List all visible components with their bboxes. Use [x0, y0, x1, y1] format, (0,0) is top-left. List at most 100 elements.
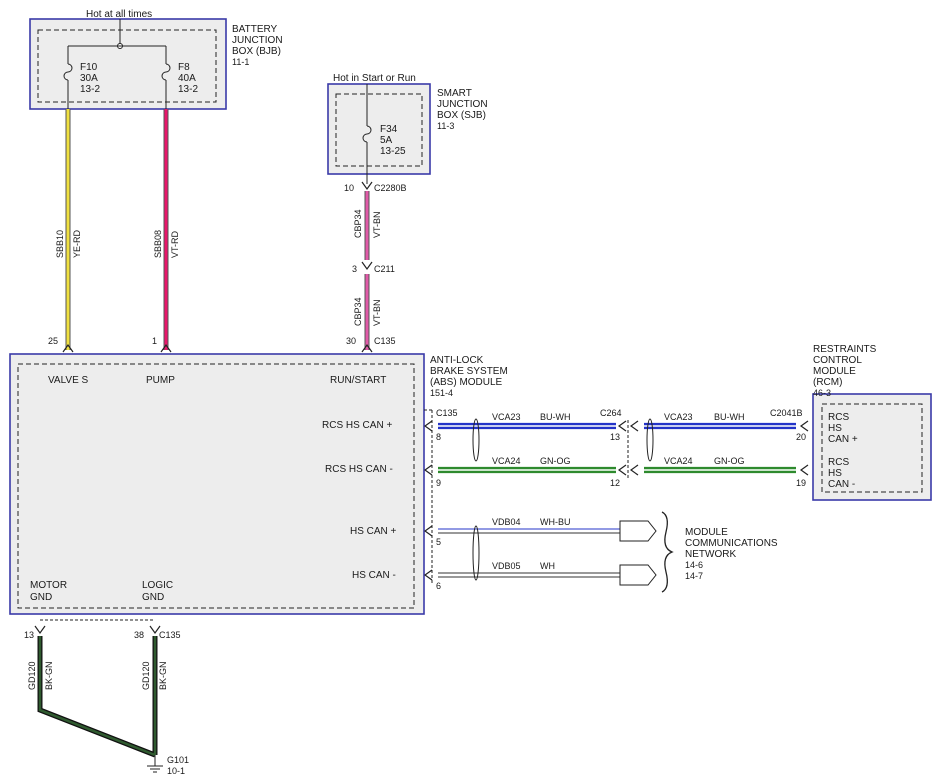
gnd-logic-pin: 38: [134, 630, 144, 640]
rcm-pin-minus-1: RCS: [828, 457, 849, 468]
c264-connector: C264: [600, 408, 629, 478]
fuse-f34-rating: 5A: [380, 135, 393, 146]
c211-label: C211: [374, 264, 395, 274]
rcm-name-2: CONTROL: [813, 355, 862, 366]
c135-top-label: C135: [374, 336, 396, 346]
c2041b-label: C2041B: [770, 408, 803, 418]
smart-junction-box: Hot in Start or Run F34 5A 13-25 SMART J…: [327, 73, 488, 184]
c264-label: C264: [600, 408, 622, 418]
wire-runstart-upper-color: VT-BN: [372, 211, 382, 238]
rcs-can-plus-pin-c264: 13: [610, 432, 620, 442]
c135-side-connector: C135: [424, 408, 458, 585]
rcs-can-plus-pin-rcm: 20: [796, 432, 806, 442]
wire-rcs-can-plus: 8 VCA23 BU-WH 13 VCA23 BU-WH 20: [423, 412, 809, 462]
rcm-pin-plus-3: CAN +: [828, 434, 858, 445]
network-ref-2: 14-7: [685, 571, 703, 581]
c135-top-pin: 30: [346, 336, 356, 346]
wire-runstart-upper-circuit: CBP34: [353, 209, 363, 238]
abs-pin-logic-gnd-1: LOGIC: [142, 580, 173, 591]
abs-pin-logic-gnd-2: GND: [142, 592, 164, 603]
wire-rcs-can-minus: 9 VCA24 GN-OG 12 VCA24 GN-OG 19: [423, 456, 809, 488]
abs-ref: 151-4: [430, 388, 453, 398]
rcm-ref: 46-3: [813, 388, 831, 398]
c2280b-pin: 10: [344, 183, 354, 193]
bjb-name-2: JUNCTION: [232, 35, 283, 46]
rcs-can-minus-left-circuit: VCA24: [492, 456, 521, 466]
wire-runstart-lower-color: VT-BN: [372, 299, 382, 326]
wire-hs-can-minus: 6 VDB05 WH: [423, 525, 657, 591]
sjb-name-2: JUNCTION: [437, 99, 488, 110]
bjb-hot-label: Hot at all times: [86, 9, 152, 20]
rcm-pin-plus-1: RCS: [828, 412, 849, 423]
network-name-3: NETWORK: [685, 549, 736, 560]
rcm-module: RESTRAINTS CONTROL MODULE (RCM) 46-3 RCS…: [812, 344, 932, 501]
c135-side-label: C135: [436, 408, 458, 418]
bjb-name-1: BATTERY: [232, 24, 278, 35]
c135-bottom-label: C135: [159, 630, 181, 640]
wire-pump-color: VT-RD: [170, 230, 180, 258]
rcm-name-1: RESTRAINTS: [813, 344, 877, 355]
wire-pump-circuit: SBB08: [153, 230, 163, 258]
rcm-pin-minus-3: CAN -: [828, 479, 855, 490]
ground-wires: 13 38 C135 GD120 BK-GN GD120 BK-GN G101 …: [24, 619, 189, 776]
rcs-can-minus-right-circuit: VCA24: [664, 456, 693, 466]
fuse-f8-id: F8: [178, 62, 190, 73]
gnd-motor-pin: 13: [24, 630, 34, 640]
fuse-f34-id: F34: [380, 124, 398, 135]
wire-runstart: 10 C2280B CBP34 VT-BN 3 C211 CBP34 VT-BN…: [344, 181, 407, 353]
bjb-ref: 11-1: [232, 57, 249, 67]
c2041b-connector: C2041B: [770, 408, 803, 418]
rcs-can-minus-pin-left: 9: [436, 478, 441, 488]
rcs-can-plus-right-color: BU-WH: [714, 412, 745, 422]
hs-can-plus-circuit: VDB04: [492, 517, 521, 527]
gnd-motor-color: BK-GN: [44, 661, 54, 690]
hs-can-minus-circuit: VDB05: [492, 561, 521, 571]
wire-pump: SBB08 VT-RD 1: [152, 109, 180, 353]
fuse-f10-id: F10: [80, 62, 98, 73]
abs-pin-valves: VALVE S: [48, 375, 89, 386]
rcs-can-minus-left-color: GN-OG: [540, 456, 571, 466]
abs-name-3: (ABS) MODULE: [430, 377, 503, 388]
abs-module: VALVE S PUMP RUN/START RCS HS CAN + RCS …: [9, 353, 508, 615]
rcm-pin-plus-2: HS: [828, 423, 842, 434]
ground-id: G101: [167, 755, 189, 765]
rcm-pin-minus-2: HS: [828, 468, 842, 479]
network-name-2: COMMUNICATIONS: [685, 538, 778, 549]
abs-pin-motor-gnd-2: GND: [30, 592, 52, 603]
rcs-can-minus-pin-c264: 12: [610, 478, 620, 488]
rcs-can-plus-left-circuit: VCA23: [492, 412, 521, 422]
rcs-can-plus-left-color: BU-WH: [540, 412, 571, 422]
ground-ref: 10-1: [167, 766, 185, 776]
rcs-can-plus-right-circuit: VCA23: [664, 412, 693, 422]
sjb-ref: 11-3: [437, 121, 454, 131]
battery-junction-box: Hot at all times F10 30A 13-2 F8 40A 13-…: [29, 9, 283, 110]
rcm-name-3: MODULE: [813, 366, 856, 377]
rcm-name-4: (RCM): [813, 377, 842, 388]
bjb-name-3: BOX (BJB): [232, 46, 281, 57]
wire-runstart-lower-circuit: CBP34: [353, 297, 363, 326]
abs-pin-hs-can-plus: HS CAN +: [350, 526, 397, 537]
rcs-can-plus-pin-left: 8: [436, 432, 441, 442]
hs-can-plus-pin: 5: [436, 537, 441, 547]
abs-pin-rcs-can-minus: RCS HS CAN -: [325, 464, 393, 475]
pin-pump: 1: [152, 336, 157, 346]
sjb-name-3: BOX (SJB): [437, 110, 486, 121]
abs-pin-pump: PUMP: [146, 375, 175, 386]
c2280b-label: C2280B: [374, 183, 407, 193]
module-communications-network: MODULE COMMUNICATIONS NETWORK 14-6 14-7: [661, 511, 778, 593]
abs-name-2: BRAKE SYSTEM: [430, 366, 508, 377]
fuse-f10-rating: 30A: [80, 73, 98, 84]
c211-pin: 3: [352, 264, 357, 274]
pin-valves: 25: [48, 336, 58, 346]
abs-pin-runstart: RUN/START: [330, 375, 386, 386]
wire-valves: SBB10 YE-RD 25: [48, 109, 82, 353]
gnd-logic-circuit: GD120: [141, 661, 151, 690]
fuse-f10-ref: 13-2: [80, 84, 100, 95]
wire-valves-circuit: SBB10: [55, 230, 65, 258]
hs-can-plus-color: WH-BU: [540, 517, 571, 527]
rcs-can-minus-pin-rcm: 19: [796, 478, 806, 488]
fuse-f8-rating: 40A: [178, 73, 196, 84]
network-name-1: MODULE: [685, 527, 728, 538]
abs-pin-rcs-can-plus: RCS HS CAN +: [322, 420, 392, 431]
